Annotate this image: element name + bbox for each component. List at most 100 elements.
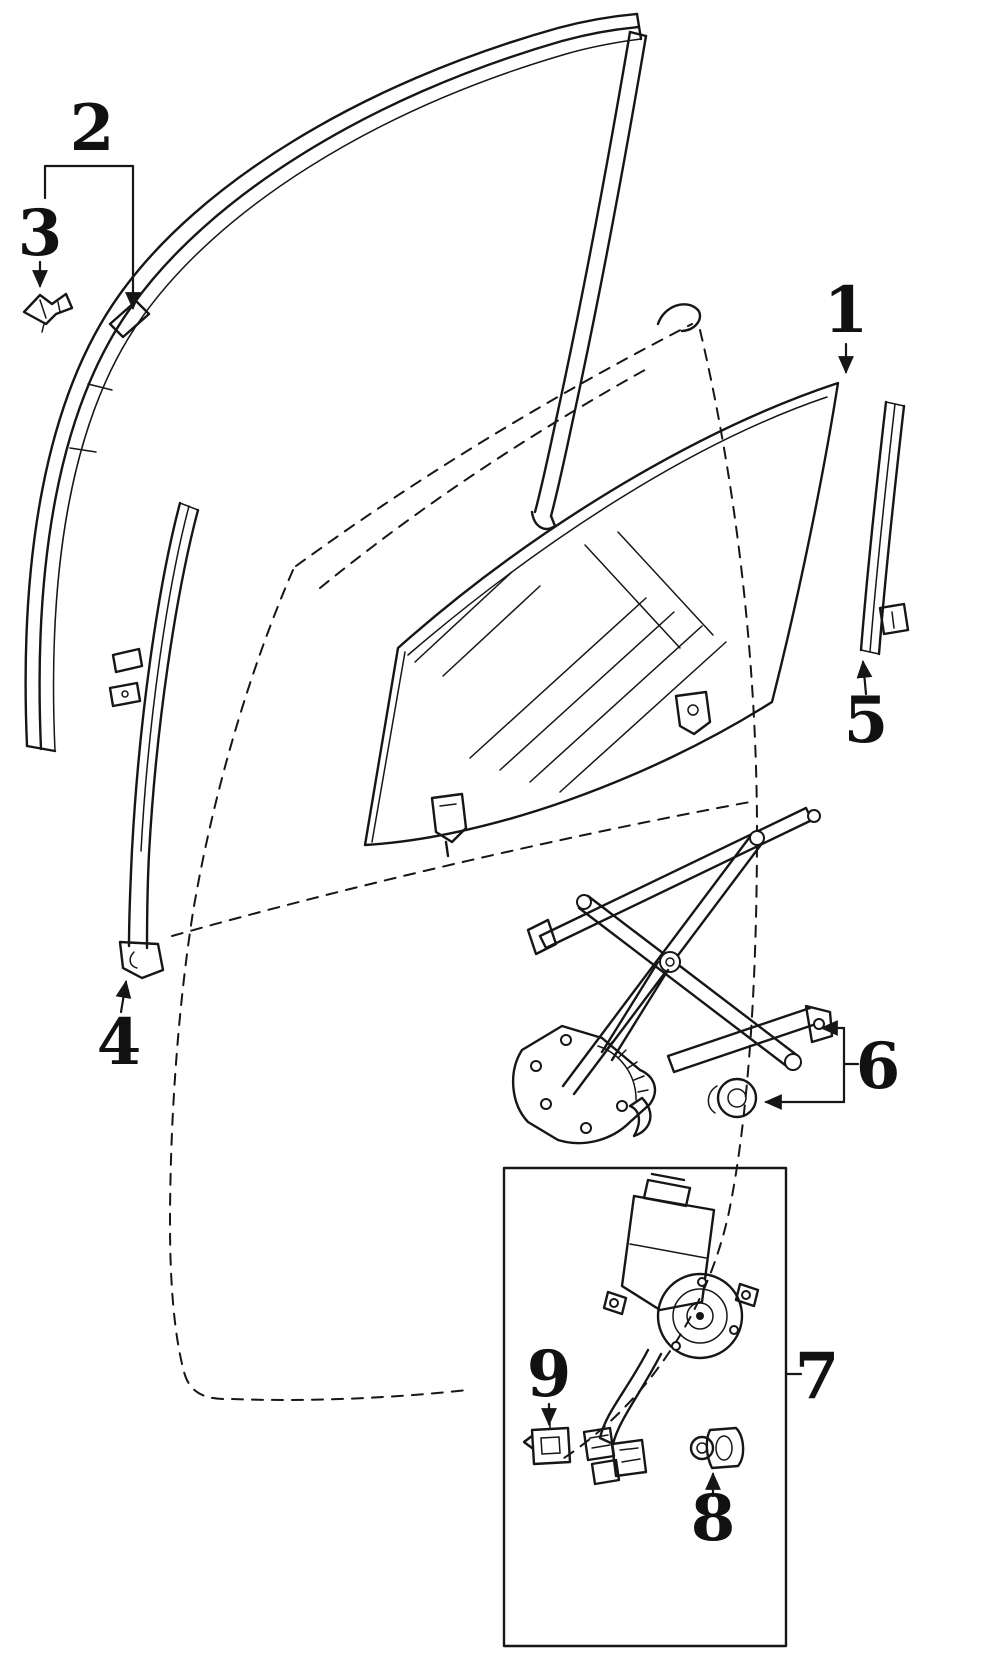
tab-hole	[741, 1290, 751, 1300]
run-channel-clip	[22, 292, 74, 333]
motor-mount-tab-left	[602, 1290, 628, 1316]
rear-channel-tab-notch	[891, 611, 895, 629]
regulator-arm-main	[577, 894, 800, 1070]
window-regulator	[511, 806, 834, 1145]
callout-2-bracket	[43, 164, 135, 200]
glass-bracket-front	[430, 792, 468, 858]
grommet-ring-inner	[696, 1442, 708, 1454]
regulator-link-arm	[600, 960, 670, 1062]
detail-ticks	[69, 383, 113, 453]
top-rail-left-bracket	[526, 918, 558, 956]
center-pivot-outer	[659, 951, 681, 973]
arm-roller-upper	[749, 830, 765, 846]
front-lower-channel	[108, 501, 200, 980]
gear-housing-center	[696, 1312, 704, 1320]
regulator-base-plate	[511, 1024, 657, 1145]
bolt-hole	[530, 1060, 542, 1072]
grommet-bore	[715, 1435, 733, 1461]
door-bottom-edge	[231, 1389, 469, 1401]
clip-hole	[121, 690, 129, 698]
bottom-rail-end-bracket	[804, 1004, 834, 1044]
guide-roller-inner	[727, 1088, 747, 1108]
door-belt-line	[171, 801, 751, 937]
part-box	[502, 1166, 788, 1648]
front-channel-mid	[140, 502, 199, 852]
run-channel-inner-curve	[52, 38, 642, 752]
housing-bolt	[697, 1277, 707, 1287]
center-pivot-inner	[665, 957, 675, 967]
bolt-hole	[616, 1100, 628, 1112]
glass-outline	[363, 381, 840, 847]
motor-mount-tab-right	[734, 1282, 760, 1308]
run-channel-end-caps	[25, 12, 643, 753]
callout-9: 9	[527, 1337, 572, 1412]
run-channel-rear-branch-inner	[549, 34, 648, 518]
front-channel-clip-b	[108, 681, 142, 708]
motor-body-seam	[629, 1243, 707, 1259]
bolt-hole	[560, 1034, 572, 1046]
glass-bracket-rear	[674, 690, 712, 736]
connector-a-detail	[589, 1434, 611, 1449]
harness-connector-a	[582, 1426, 616, 1462]
clip-inner	[540, 1421, 561, 1455]
run-channel-mid-curve	[38, 25, 641, 751]
gear-sector	[597, 1045, 637, 1101]
door-top-edge	[295, 323, 693, 567]
callout-6-bracket	[842, 1026, 860, 1104]
motor-gear-housing	[656, 1272, 744, 1360]
callout-2: 2	[70, 91, 115, 166]
glass-run-channel	[24, 12, 648, 753]
switch-clip	[522, 1421, 572, 1466]
bolt-hole	[580, 1122, 592, 1134]
motor-body	[620, 1194, 716, 1312]
door-front-edge	[168, 569, 294, 1401]
rear-channel-tab	[878, 602, 910, 636]
front-channel-outer	[127, 501, 182, 948]
clip-body	[22, 292, 74, 326]
housing-bolt	[729, 1325, 739, 1335]
callout-7: 7	[795, 1339, 840, 1414]
callout-5-arrow	[856, 660, 873, 696]
mirror-mount	[656, 303, 702, 333]
callout-labels: 1 2 3 4 5 6 7 8 9	[18, 91, 901, 1556]
plate-hook	[628, 1096, 652, 1138]
front-channel-inner	[145, 508, 200, 950]
callout-8: 8	[691, 1481, 736, 1556]
motor-assembly	[502, 1166, 788, 1648]
door-glass	[363, 381, 840, 858]
guide-roller-bracket	[707, 1085, 718, 1114]
callout-4-arrow	[115, 980, 132, 1014]
gear-housing-ring	[672, 1288, 728, 1344]
motor-top-cap	[642, 1172, 692, 1208]
harness-plug	[590, 1458, 621, 1486]
guide-roller-outer	[716, 1077, 758, 1119]
regulator-top-rail	[538, 806, 814, 950]
callout-1: 1	[824, 273, 869, 348]
housing-bolt	[671, 1341, 681, 1351]
rear-channel	[859, 400, 910, 656]
rear-channel-inner	[877, 404, 906, 656]
door-shell-outline	[168, 303, 759, 1463]
rear-channel-mid	[860, 401, 905, 655]
glass-reflection-lines	[414, 531, 727, 793]
clip-outer	[530, 1426, 572, 1466]
front-channel-foot	[118, 940, 165, 980]
arm-end-pivot	[784, 1053, 802, 1071]
harness-grommet	[689, 1426, 745, 1470]
grommet-body	[705, 1426, 745, 1470]
tab-hole	[609, 1298, 619, 1308]
gear-housing-hub	[686, 1302, 714, 1330]
arm-roller-top	[576, 894, 592, 910]
regulator-bottom-rail	[666, 1006, 818, 1074]
run-channel-outer-curve	[24, 12, 639, 748]
door-window-opening	[319, 365, 653, 589]
callout-4: 4	[97, 1005, 142, 1080]
run-channel-rear-branch-outer	[533, 30, 632, 514]
callout-3: 3	[18, 196, 63, 271]
callout-6: 6	[856, 1029, 901, 1104]
connector-b-detail	[619, 1447, 641, 1463]
glass-bracket-front-detail	[439, 803, 457, 807]
front-channel-clip-a	[111, 647, 144, 674]
